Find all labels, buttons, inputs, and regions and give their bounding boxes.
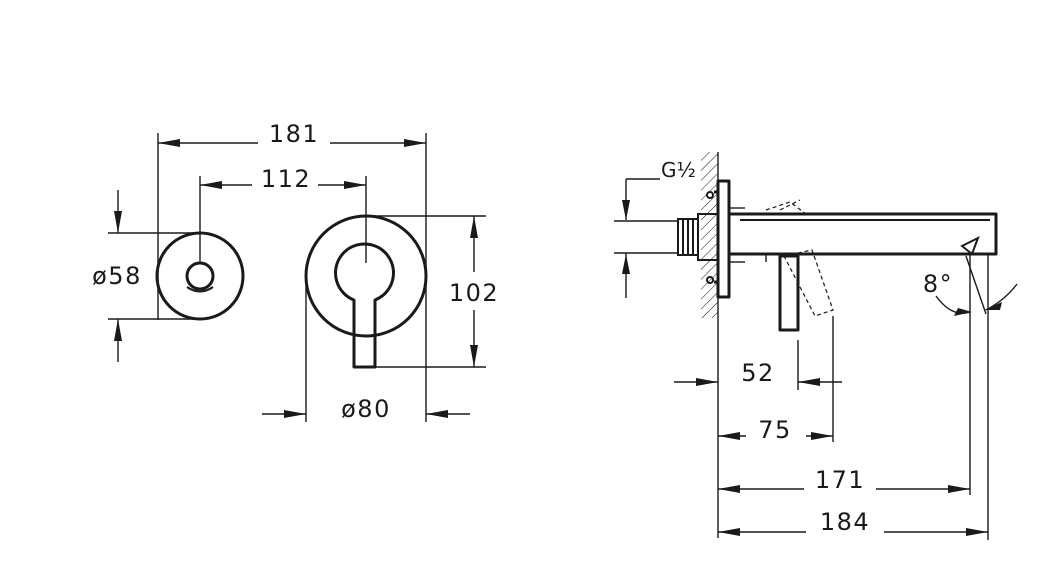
dim-lever-reach: 75 xyxy=(758,416,792,444)
mounting-plate xyxy=(716,179,731,299)
diverter-knob-base xyxy=(186,286,214,293)
dim-outlet-reach: 171 xyxy=(815,466,865,494)
angle-label: 8° xyxy=(923,270,953,298)
spout xyxy=(729,212,998,256)
side-view: G½ 8° 52 75 xyxy=(614,152,1018,540)
dim-total-reach: 184 xyxy=(820,508,870,536)
mixer-lever xyxy=(334,242,395,369)
dim-center-distance: 112 xyxy=(261,165,311,193)
dim-lever-offset: 52 xyxy=(741,359,775,387)
dim-total-width: 181 xyxy=(269,120,319,148)
wall-section xyxy=(701,152,718,318)
thread-label: G½ xyxy=(661,158,696,182)
lever-tilted-outline xyxy=(783,249,834,317)
dim-height: 102 xyxy=(449,279,499,307)
front-view: 181 112 ø58 102 ø80 xyxy=(92,120,499,423)
dim-small-diameter: ø58 xyxy=(92,262,142,290)
aerator xyxy=(960,235,980,256)
diverter-knob xyxy=(185,261,215,291)
dim-large-diameter: ø80 xyxy=(341,395,391,423)
side-lever xyxy=(778,254,800,332)
